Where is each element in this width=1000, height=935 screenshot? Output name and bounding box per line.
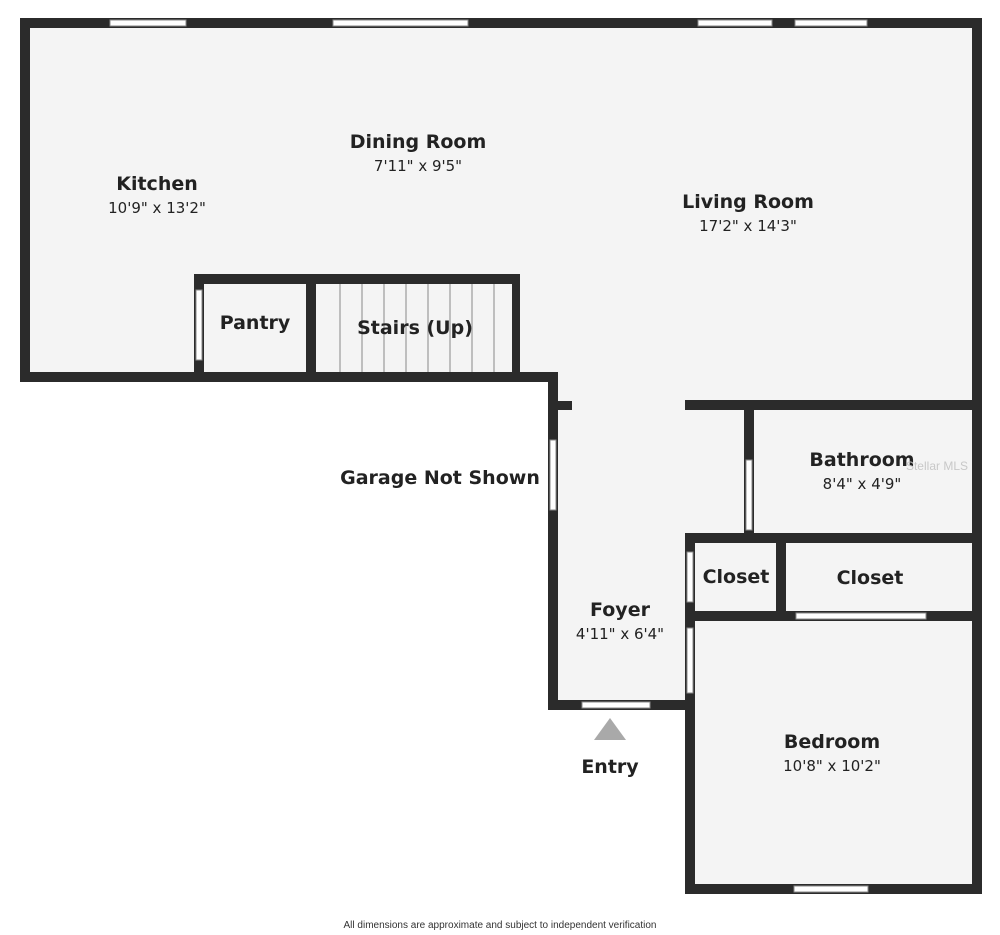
- wall-pantry-top: [194, 274, 520, 284]
- pantry-name: Pantry: [220, 312, 291, 334]
- bathroom-dims: 8'4" x 4'9": [823, 475, 902, 493]
- wall-foyer-left: [548, 372, 558, 710]
- bedroom-name: Bedroom: [784, 731, 880, 753]
- entry-arrow-icon: [594, 718, 626, 740]
- wall-kitchen-bottom: [20, 372, 558, 382]
- door-foyer-left: [549, 439, 557, 511]
- foyer-name: Foyer: [590, 599, 651, 621]
- wall-stairs-right: [512, 274, 520, 380]
- wall-right: [972, 18, 982, 893]
- window-top-4: [794, 19, 868, 27]
- door-entry: [581, 701, 651, 709]
- wall-left: [20, 18, 30, 382]
- dining-room-name: Dining Room: [350, 131, 487, 153]
- wall-bedroom-left: [685, 535, 695, 893]
- window-bedroom-bottom: [793, 885, 869, 893]
- kitchen-name: Kitchen: [116, 173, 198, 195]
- watermark: Stellar MLS: [906, 459, 968, 473]
- door-bedroom: [686, 627, 694, 694]
- wall-closet-divider: [776, 533, 786, 617]
- windows: [109, 19, 927, 893]
- wall-top: [20, 18, 982, 28]
- door-bedroom-closet: [795, 612, 927, 620]
- closet-right-name: Closet: [837, 567, 904, 589]
- garage-note: Garage Not Shown: [340, 467, 540, 489]
- wall-foyer-stub: [558, 401, 572, 410]
- wall-bathroom-bottom: [685, 533, 982, 543]
- kitchen-dims: 10'9" x 13'2": [108, 199, 206, 217]
- wall-pantry-stairs-divider: [306, 274, 316, 380]
- stairs-name: Stairs (Up): [357, 317, 473, 339]
- bathroom-name: Bathroom: [809, 449, 914, 471]
- living-room-name: Living Room: [682, 191, 814, 213]
- window-top-1: [109, 19, 187, 27]
- disclaimer: All dimensions are approximate and subje…: [344, 920, 657, 931]
- door-bathroom: [745, 459, 753, 531]
- bedroom-dims: 10'8" x 10'2": [783, 757, 881, 775]
- foyer-dims: 4'11" x 6'4": [576, 625, 664, 643]
- door-pantry: [195, 289, 203, 361]
- wall-bathroom-top: [685, 400, 982, 410]
- stair-treads: [339, 284, 495, 372]
- closet-left-name: Closet: [703, 566, 770, 588]
- door-closet-left: [686, 551, 694, 603]
- dining-room-dims: 7'11" x 9'5": [374, 157, 462, 175]
- window-top-3: [697, 19, 773, 27]
- entry-label: Entry: [581, 756, 639, 778]
- window-top-2: [332, 19, 469, 27]
- living-room-dims: 17'2" x 14'3": [699, 217, 797, 235]
- floor-area: [20, 20, 980, 890]
